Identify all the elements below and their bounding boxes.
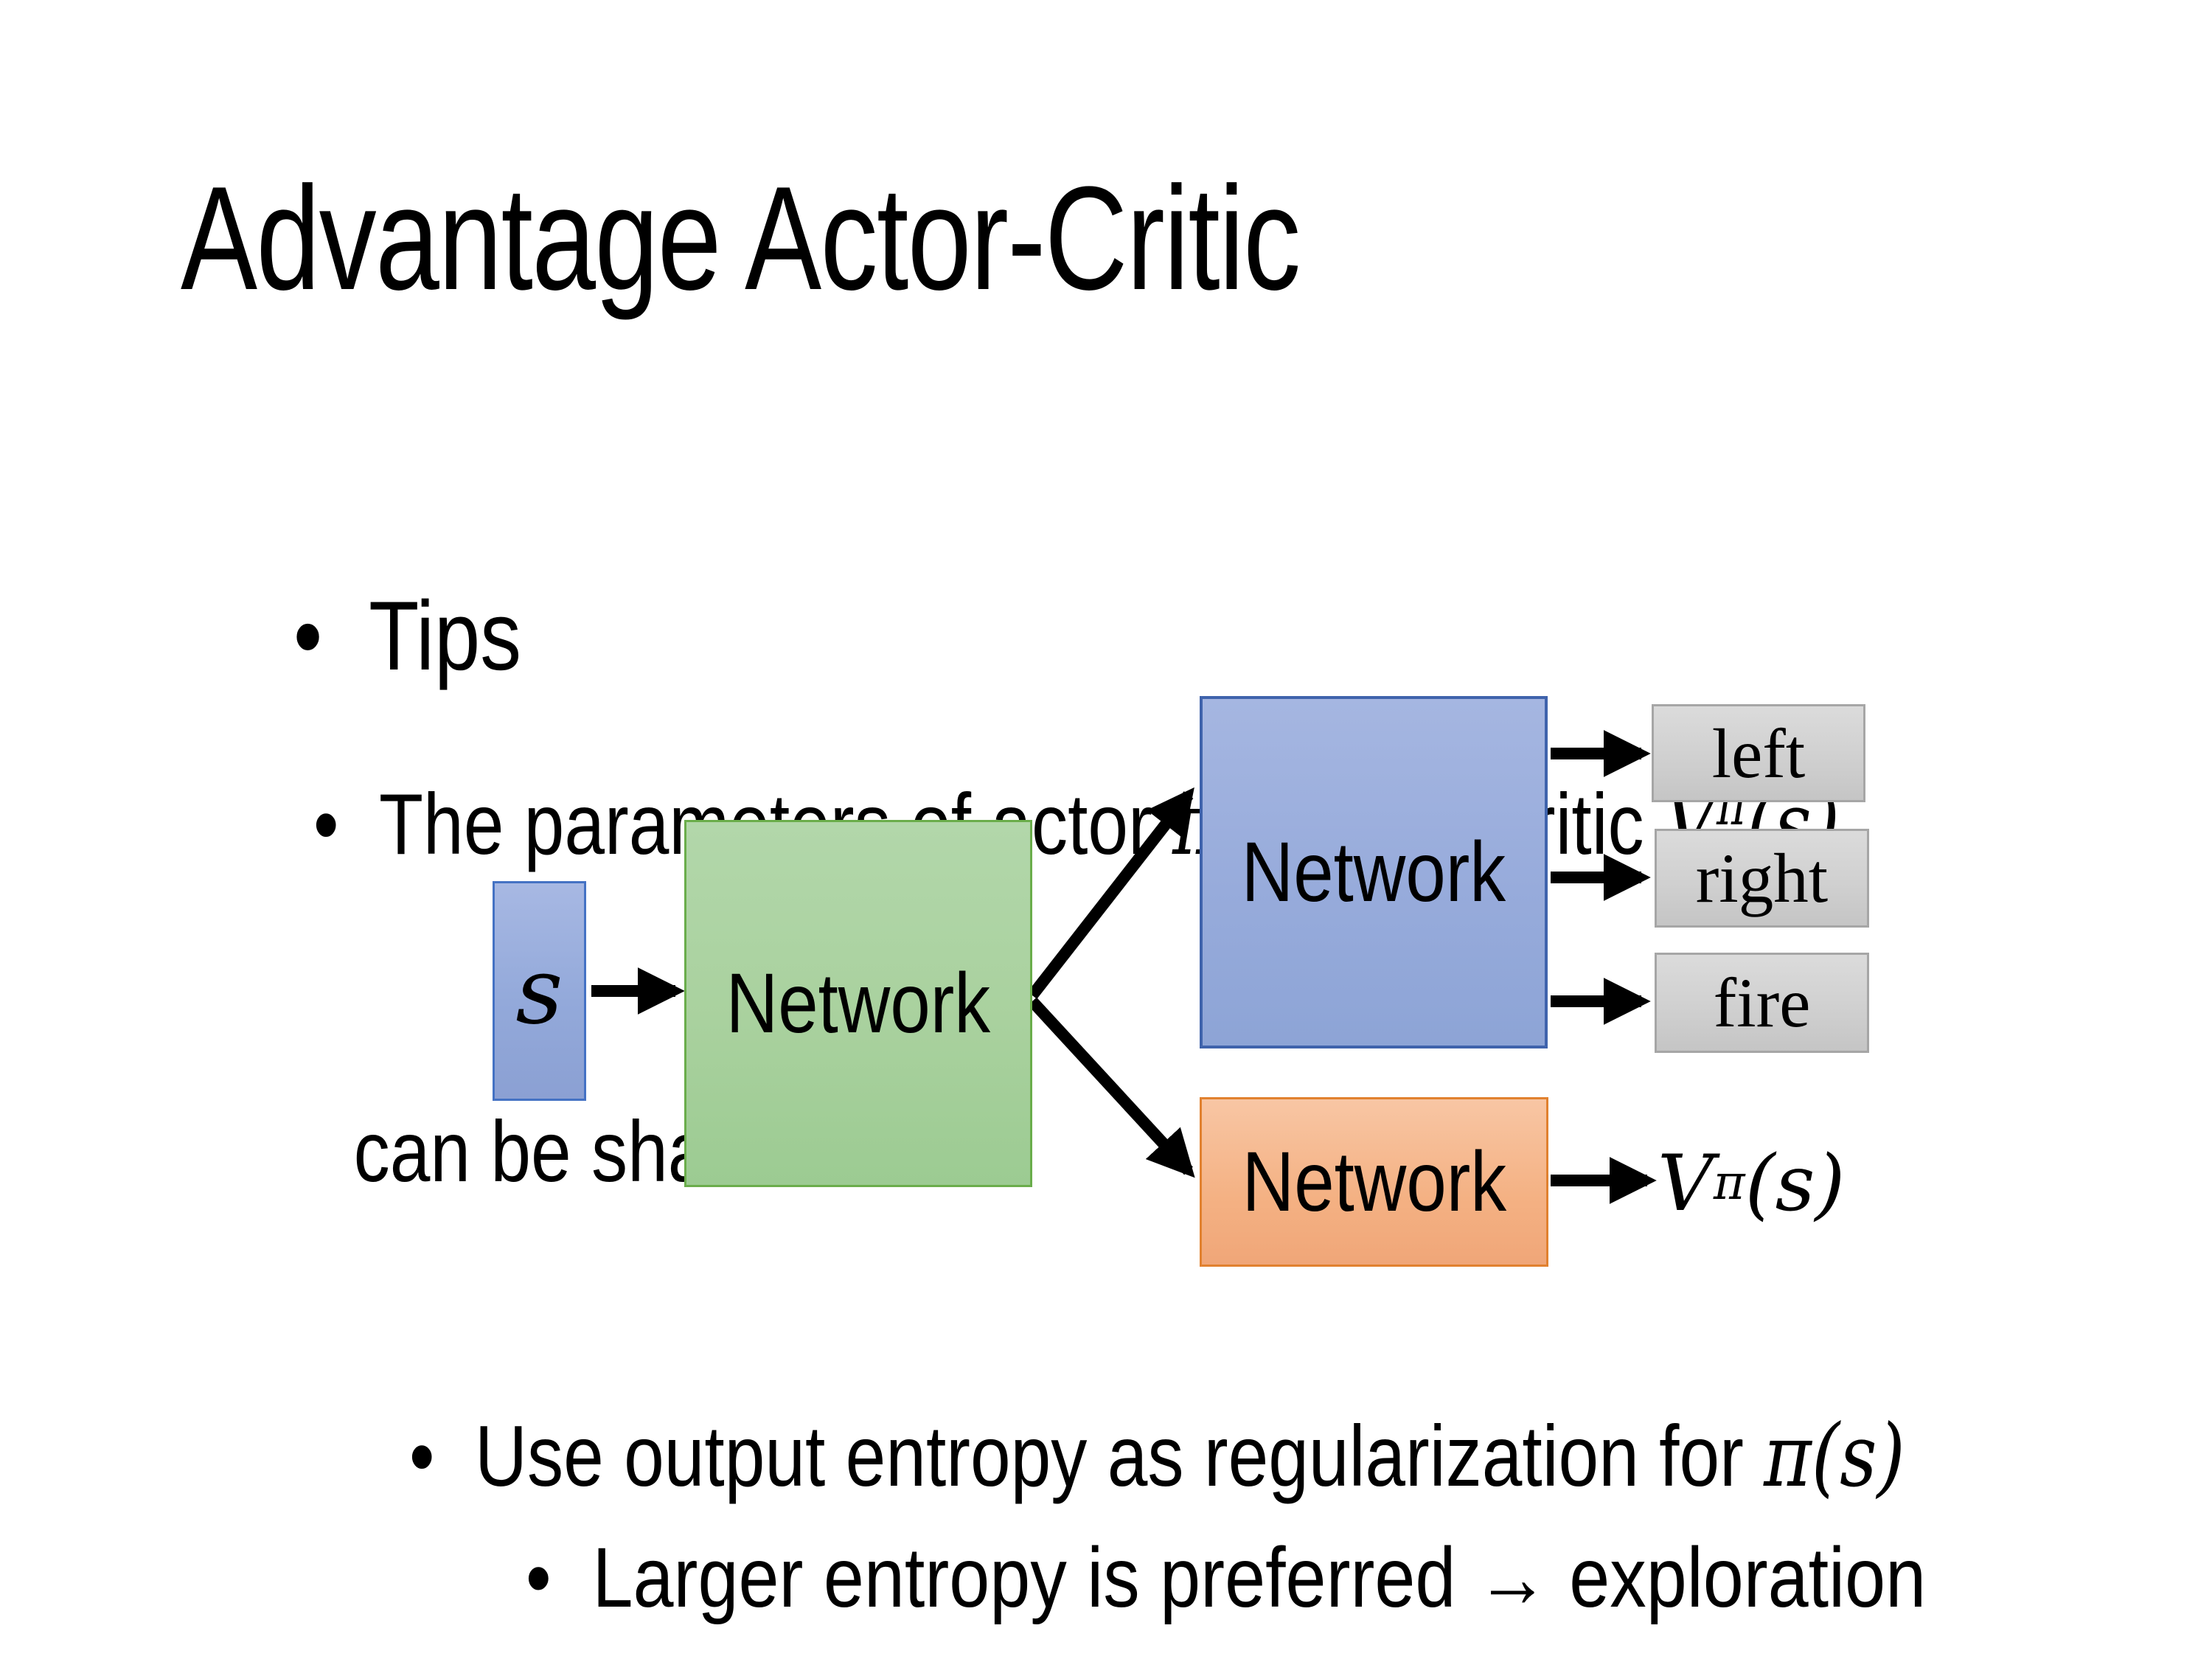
state-input-box: s xyxy=(493,881,586,1101)
output-box-left: left xyxy=(1652,704,1865,802)
bullet-larger-entropy-text: Larger entropy is preferred → exploratio… xyxy=(592,1531,1926,1625)
output-label-left: left xyxy=(1711,714,1806,793)
output-box-fire: fire xyxy=(1655,953,1869,1053)
bullet-entropy-regularization: • Use output entropy as regularization fo… xyxy=(313,1293,2190,1620)
bullet-dot: • xyxy=(525,1531,552,1625)
page-title: Advantage Actor-Critic xyxy=(181,150,1615,327)
bullet-parameters-line1: •The parameters of actor π(s) and critic… xyxy=(313,770,1840,879)
output-label-fire: fire xyxy=(1713,964,1811,1042)
bullet-tips: • Tips xyxy=(184,459,565,813)
critic-network-box: Network xyxy=(1200,1097,1548,1267)
critic-network-label: Network xyxy=(1242,1135,1506,1229)
actor-network-label: Network xyxy=(1241,825,1506,919)
output-box-right: right xyxy=(1655,829,1869,928)
state-label: s xyxy=(515,937,563,1045)
value-base: V xyxy=(1658,1138,1714,1228)
bullet-dot: • xyxy=(293,582,322,691)
bullet-parameters-line2: can be shared xyxy=(313,1097,1840,1206)
shared-network-box: Network xyxy=(684,820,1032,1187)
shared-network-label: Network xyxy=(726,956,991,1051)
output-label-right: right xyxy=(1695,839,1829,917)
title-text: Advantage Actor-Critic xyxy=(181,156,1301,321)
bullet-dot: • xyxy=(409,1408,435,1504)
actor-network-box: Network xyxy=(1200,696,1548,1048)
bullet-tips-label: Tips xyxy=(368,582,521,691)
value-args: (s) xyxy=(1745,1138,1846,1228)
math-pi-s: π(s) xyxy=(1764,1405,1905,1506)
bullet-larger-entropy: • Larger entropy is preferred → explorati… xyxy=(431,1416,2154,1659)
bullet-dot: • xyxy=(313,776,339,872)
bullet-entropy-text: Use output entropy as regularization for xyxy=(475,1408,1764,1504)
